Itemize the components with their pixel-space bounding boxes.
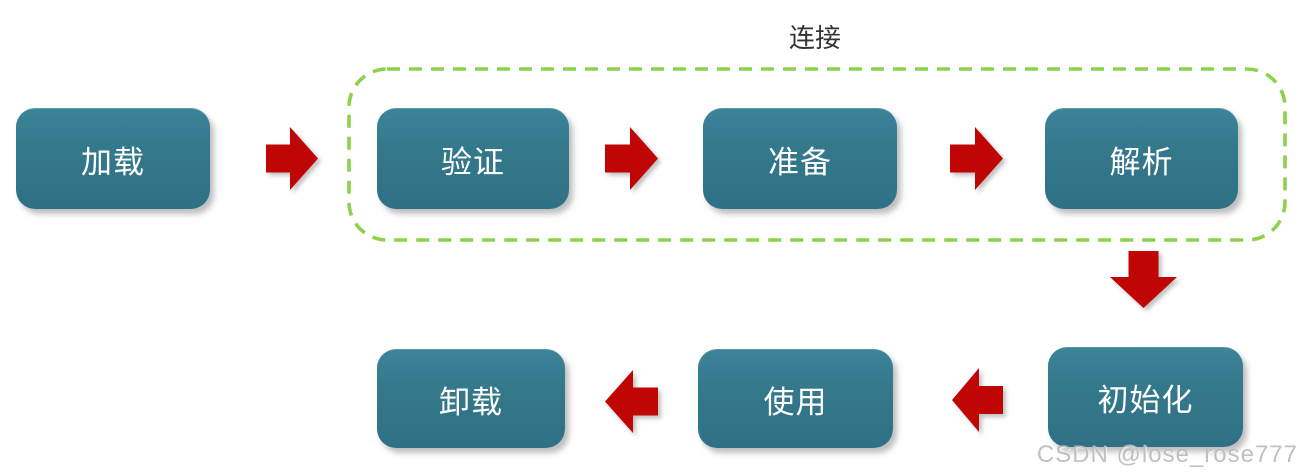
node-initialization-label: 初始化	[1097, 383, 1194, 418]
node-resolution-label: 解析	[1109, 144, 1174, 180]
watermark-text: CSDN @lose_rose777	[1036, 441, 1298, 468]
arrow-right-icon	[605, 127, 658, 190]
node-using-label: 使用	[763, 384, 828, 420]
node-loading: 加载	[16, 108, 210, 209]
arrow-left-icon	[952, 368, 1003, 432]
node-preparation-label: 准备	[768, 144, 832, 180]
node-unloading: 卸载	[377, 349, 565, 448]
node-loading-label: 加载	[81, 144, 145, 180]
linking-group-dashed-border	[347, 67, 1287, 242]
group-label-linking: 连接	[788, 23, 841, 53]
node-initialization: 初始化	[1048, 347, 1243, 447]
node-verification-label: 验证	[441, 144, 505, 180]
arrow-down-icon	[1110, 251, 1177, 308]
arrow-left-icon	[605, 370, 658, 433]
node-resolution: 解析	[1045, 108, 1238, 209]
node-verification: 验证	[377, 108, 569, 209]
node-preparation: 准备	[703, 108, 897, 209]
arrow-right-icon	[950, 127, 1003, 190]
arrow-right-icon	[266, 127, 318, 190]
node-using: 使用	[698, 349, 893, 448]
node-unloading-label: 卸载	[439, 384, 503, 420]
